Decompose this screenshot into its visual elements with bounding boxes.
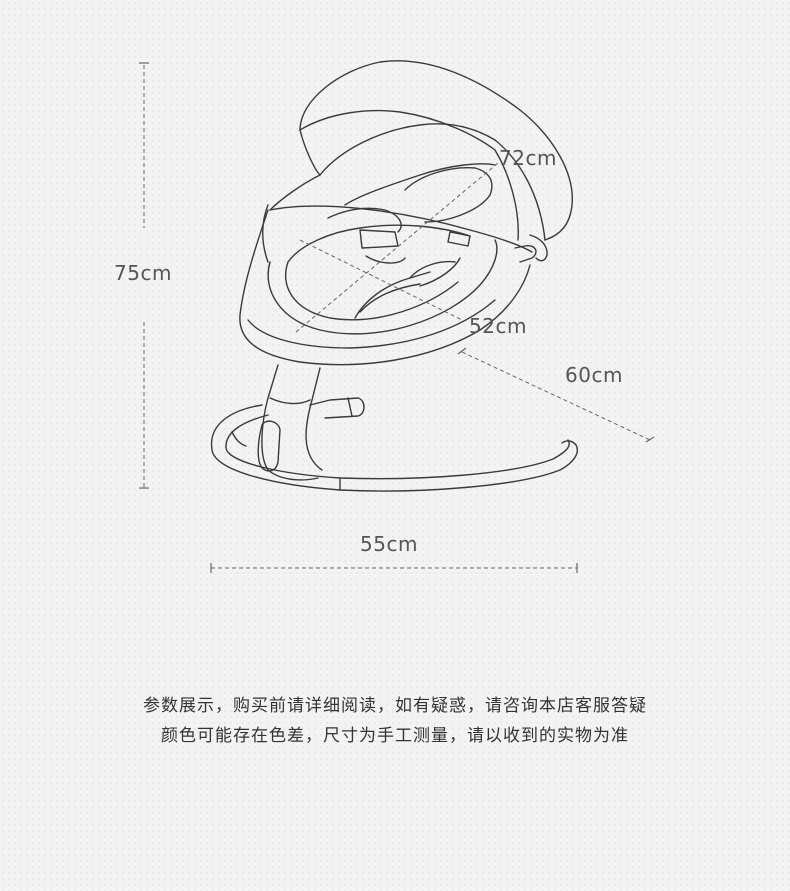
note-line-2: 颜色可能存在色差，尺寸为手工测量，请以收到的实物为准 [161, 726, 629, 746]
depth-tick-end [645, 436, 655, 443]
seat-width-dimension-line [299, 239, 463, 321]
seat-shell [239, 209, 531, 366]
rocker-base [210, 404, 578, 492]
canopy-dimension-line [295, 162, 499, 333]
depth-label: 60cm [565, 363, 623, 387]
note-line-1: 参数展示，购买前请详细阅读，如有疑惑，请咨询本店客服答疑 [143, 696, 647, 716]
height-label: 75cm [114, 261, 172, 285]
base-width-label: 55cm [360, 532, 418, 556]
canopy [262, 60, 573, 263]
canopy-length-label: 72cm [499, 146, 557, 170]
stand-post [257, 364, 365, 481]
depth-tick-start [457, 347, 467, 355]
seat-width-label: 52cm [469, 314, 527, 338]
